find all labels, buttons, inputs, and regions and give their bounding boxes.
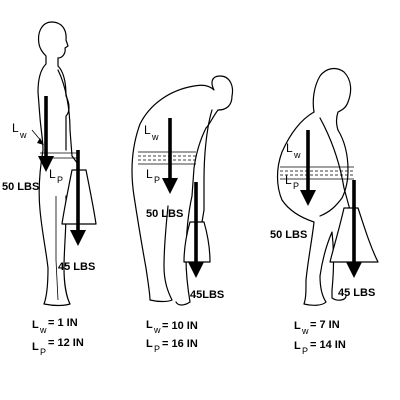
caption-lw-letter-2: L: [146, 319, 153, 331]
caption-lp-value-1: = 12 IN: [48, 337, 84, 349]
figure-bent-forward: L w L P 50 LBS 45LBS L w = 10 IN L P = 1…: [131, 75, 234, 354]
lw-sub-3: w: [293, 150, 301, 160]
lp-sub-2: P: [154, 175, 160, 185]
caption-lw-letter-1: L: [32, 319, 39, 331]
lw-symbol-2: L: [144, 123, 151, 137]
caption-lw-letter-3: L: [294, 320, 301, 332]
caption-lp-value-2: = 16 IN: [162, 338, 198, 350]
squat-head: [312, 67, 352, 131]
bent-body-outline: [131, 75, 234, 197]
lw-symbol-3: L: [286, 141, 293, 155]
lp-symbol-2: L: [146, 167, 153, 181]
lp-sub-3: P: [293, 181, 299, 191]
lw-sub-1: w: [19, 130, 27, 140]
lp-symbol-1: L: [49, 167, 56, 181]
caption-lp-sub-2: P: [154, 344, 160, 354]
caption-lw-sub-3: w: [301, 326, 309, 336]
bent-back-lower: [133, 195, 173, 303]
caption-lp-letter-2: L: [146, 338, 153, 350]
caption-lw-sub-2: w: [153, 325, 161, 335]
weight-label-1: 50 LBS: [2, 181, 39, 193]
caption-lp-letter-3: L: [294, 340, 301, 352]
figure-upright: L w L P 50 LBS 45 LBS L w = 1 IN L P = 1…: [2, 21, 97, 357]
lp-symbol-3: L: [285, 173, 292, 187]
caption-lw-value-3: = 7 IN: [310, 319, 340, 331]
squat-arm: [319, 117, 351, 211]
upright-body-outline: [37, 21, 71, 307]
caption-lw-value-1: = 1 IN: [48, 317, 78, 329]
bent-arm: [201, 109, 213, 223]
lw-sub-2: w: [151, 132, 159, 142]
caption-lp-letter-1: L: [32, 341, 39, 353]
load-label-1: 45 LBS: [58, 261, 95, 273]
figure-squatting: L w L P 50 LBS 45 LBS L w = 7 IN L P = 1…: [270, 67, 379, 356]
lp-sub-1: P: [57, 175, 63, 185]
caption-lp-sub-3: P: [302, 346, 308, 356]
load-label-3: 45 LBS: [338, 287, 375, 299]
lw-symbol-1: L: [12, 121, 19, 135]
squat-front: [319, 129, 349, 217]
caption-lp-sub-1: P: [40, 347, 46, 357]
load-label-2: 45LBS: [190, 289, 224, 301]
caption-lw-value-2: = 10 IN: [162, 320, 198, 332]
upright-arm: [57, 69, 79, 165]
upright-leg-gap: [55, 196, 59, 301]
caption-lp-value-3: = 14 IN: [310, 339, 346, 351]
caption-lw-sub-1: w: [39, 325, 47, 335]
upright-face-back: [51, 21, 70, 151]
weight-label-3: 50 LBS: [270, 229, 307, 241]
weight-label-2: 50 LBS: [146, 208, 183, 220]
